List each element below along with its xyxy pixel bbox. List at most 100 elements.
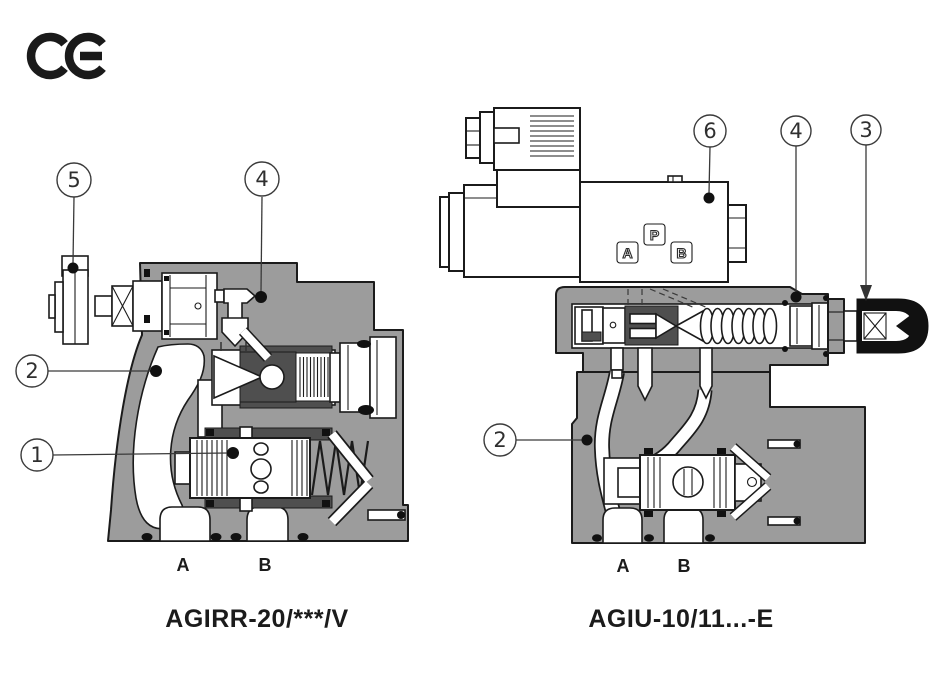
left-pilot-gallery [220,288,273,362]
drain-passage-2 [637,347,653,402]
solenoid-port-b-label: B [676,245,686,261]
callout-3-number: 3 [859,118,872,142]
pilot-dashed-lines [627,288,709,309]
left-port-a-cavity [159,506,211,542]
main-orifice-top [253,442,269,456]
callout-2: 2 [483,423,593,457]
left-port-b-label: B [259,555,272,575]
cartridge-ribs [647,457,727,508]
solenoid-port-a-label: A [622,245,632,261]
left-hand-knob [48,255,225,345]
left-side-slot-oring [397,511,405,519]
right-valve-figure: A P B 6 4 3 [439,107,929,633]
right-port-b-label: B [678,556,691,576]
pilot-stem [214,289,225,303]
check-inlet-funnel [213,354,264,400]
ce-mark-logo [26,32,106,80]
right-port-b-cavity [663,507,704,544]
callout-1-number: 1 [30,443,43,467]
cartridge-stem [617,467,641,498]
connector-ridges [530,115,574,157]
pilot-spool [602,307,626,344]
solenoid-tube-plate [448,192,465,272]
knob-tip [896,314,912,338]
ce-mark-e [64,32,106,80]
solenoid-port-p-box [643,223,666,246]
left-valve-figure: 5 4 2 1 A B AGIRR-20/** [15,161,409,633]
right-solenoid-valve: A P B [439,107,747,283]
connector-base-block [496,169,581,208]
callout-4: 4 [244,161,280,303]
check-spring-plate [329,352,341,403]
knob-slot-insert [863,312,887,340]
drain-passage-1 [610,347,624,371]
solenoid-port-p-label: P [650,227,659,243]
knob-locknut [111,285,134,327]
main-piston [189,437,311,499]
knob-hex-boss [827,298,845,354]
knob-shaft [94,295,113,317]
callout-2-number: 2 [25,359,38,383]
right-figure-caption: AGIU-10/11...-E [588,605,773,633]
callout-4: 4 [780,115,812,303]
knob-stem [843,310,858,342]
callout-2: 2 [15,354,162,388]
valve-body-vent [667,175,683,183]
pilot-sleeve [161,272,218,340]
pilot-spring [699,307,778,345]
main-piston-ribs-left [196,440,228,496]
right-main-cartridge [592,439,801,542]
right-port-a-label: A [617,556,630,576]
cartridge-retainer [729,439,801,526]
callout-3: 3 [850,114,882,301]
left-main-cartridge [174,426,374,527]
solenoid-port-b-box [670,241,693,264]
cartridge-orifice [672,466,704,498]
left-figure-caption: AGIRR-20/***/V [165,605,348,633]
left-bottom-orings [141,533,309,541]
bore-collar [811,302,829,350]
drain-passage-3 [699,347,713,400]
knob-cap-slot [862,311,912,341]
right-callouts: 6 4 3 2 [483,114,882,457]
main-orifice-center [250,458,272,480]
pilot-diagonal-channel [238,327,273,362]
main-v-channel [327,430,374,527]
handwheel-rim [54,281,64,333]
left-internal-channel [132,343,206,530]
check-retainer-inner [339,342,371,413]
spring-seat [789,305,813,347]
main-piston-ribs-right [291,440,308,496]
callout-5: 5 [56,162,92,274]
callout-6: 6 [693,114,727,204]
left-callouts: 5 4 2 1 [15,161,280,472]
callout-6-number: 6 [703,119,716,143]
solenoid-end-hex [727,204,747,263]
cartridge-body [639,454,736,511]
connector-window [493,127,520,144]
cable-gland-body [479,111,495,164]
callout-4-number: 4 [255,167,268,191]
check-retainer-outer [369,336,397,419]
left-port-a-label: A [177,555,190,575]
solenoid-tube-end [439,196,450,268]
right-bottom-orings [592,534,715,542]
callout-5-number: 5 [67,168,80,192]
check-retainer-oring-bottom [358,405,374,415]
pilot-needle [221,317,249,348]
cable-gland-nut [465,117,481,159]
callout-3-arrow [860,285,872,301]
solenoid-port-a-box [616,241,639,264]
check-poppet-ball [259,364,285,390]
left-port-b-cavity [246,506,289,542]
pilot-adapter [132,280,163,332]
main-orifice-bottom [253,480,269,494]
pilot-nozzle [655,312,678,340]
check-spring [299,357,329,397]
din-connector [465,107,581,208]
solenoid-port-marks: A P B [616,223,693,264]
callout-1: 1 [20,438,239,472]
right-adjust-knob [827,298,929,354]
